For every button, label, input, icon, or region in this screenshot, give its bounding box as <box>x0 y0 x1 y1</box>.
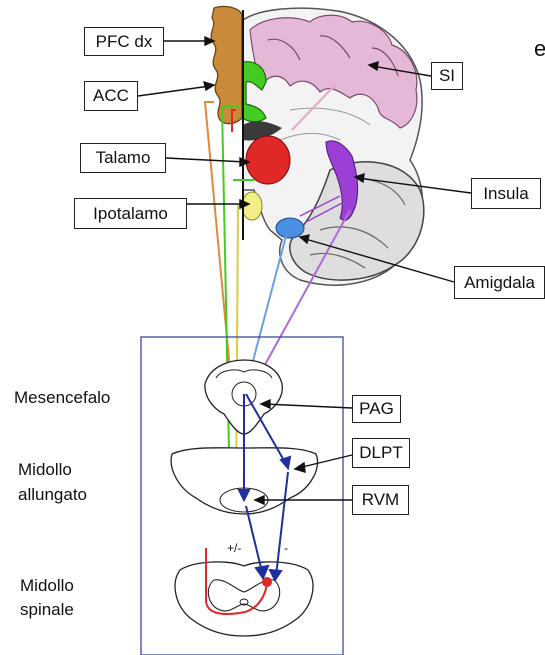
acc-label: ACC <box>84 81 138 111</box>
midollo-spinale-label-line1: Midollo <box>20 574 74 597</box>
pag-label: PAG <box>352 395 401 423</box>
amygdala-region <box>276 218 304 238</box>
midollo-allungato-label-line2: allungato <box>18 483 87 506</box>
amigdala-label: Amigdala <box>454 266 545 299</box>
insula-label: Insula <box>471 178 541 209</box>
talamo-label: Talamo <box>80 143 166 173</box>
pfc-label: PFC dx <box>84 27 164 56</box>
ipotalamo-label: Ipotalamo <box>74 198 187 229</box>
midollo-allungato-label-line1: Midollo <box>18 458 72 481</box>
minus-sign: - <box>284 541 288 555</box>
plus-minus-sign: +/- <box>227 541 241 555</box>
spinal-cord-section <box>175 548 313 636</box>
brain-section <box>211 6 424 285</box>
pfc-pathway <box>205 102 232 392</box>
dlpt-label: DLPT <box>352 438 410 468</box>
rvm-label: RVM <box>352 485 409 515</box>
cropped-edge-text: e <box>534 36 545 62</box>
mesencefalo-section-label: Mesencefalo <box>14 386 110 409</box>
si-label: SI <box>431 62 463 90</box>
thalamus-region <box>246 136 290 184</box>
midollo-spinale-label-line2: spinale <box>20 598 74 621</box>
